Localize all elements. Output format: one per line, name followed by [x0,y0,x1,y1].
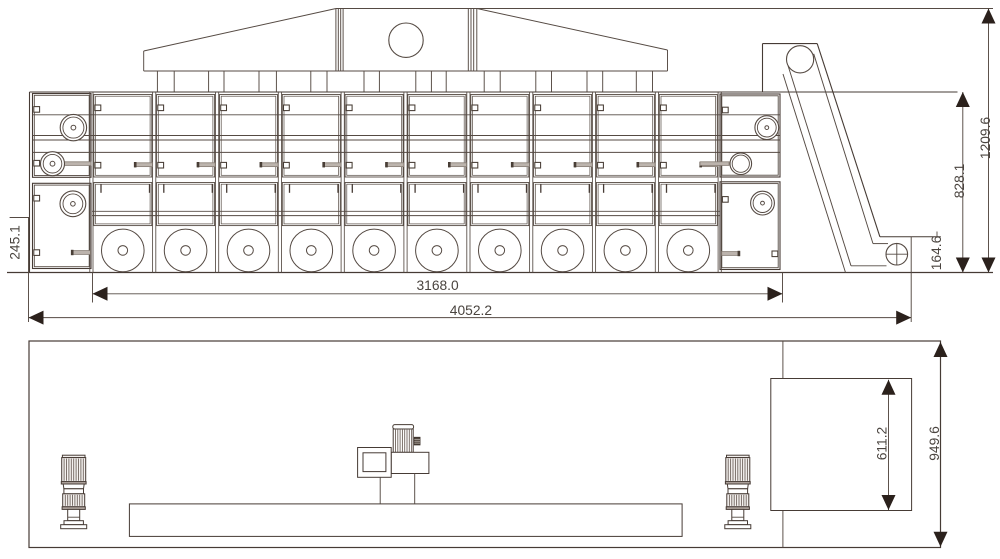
svg-text:4052.2: 4052.2 [450,303,492,318]
svg-text:1209.6: 1209.6 [978,117,993,160]
svg-text:611.2: 611.2 [874,427,889,461]
svg-text:164.6: 164.6 [929,235,944,270]
svg-text:245.1: 245.1 [8,225,23,260]
svg-text:949.6: 949.6 [927,426,942,461]
svg-text:3168.0: 3168.0 [416,278,459,293]
svg-text:828.1: 828.1 [952,164,967,199]
